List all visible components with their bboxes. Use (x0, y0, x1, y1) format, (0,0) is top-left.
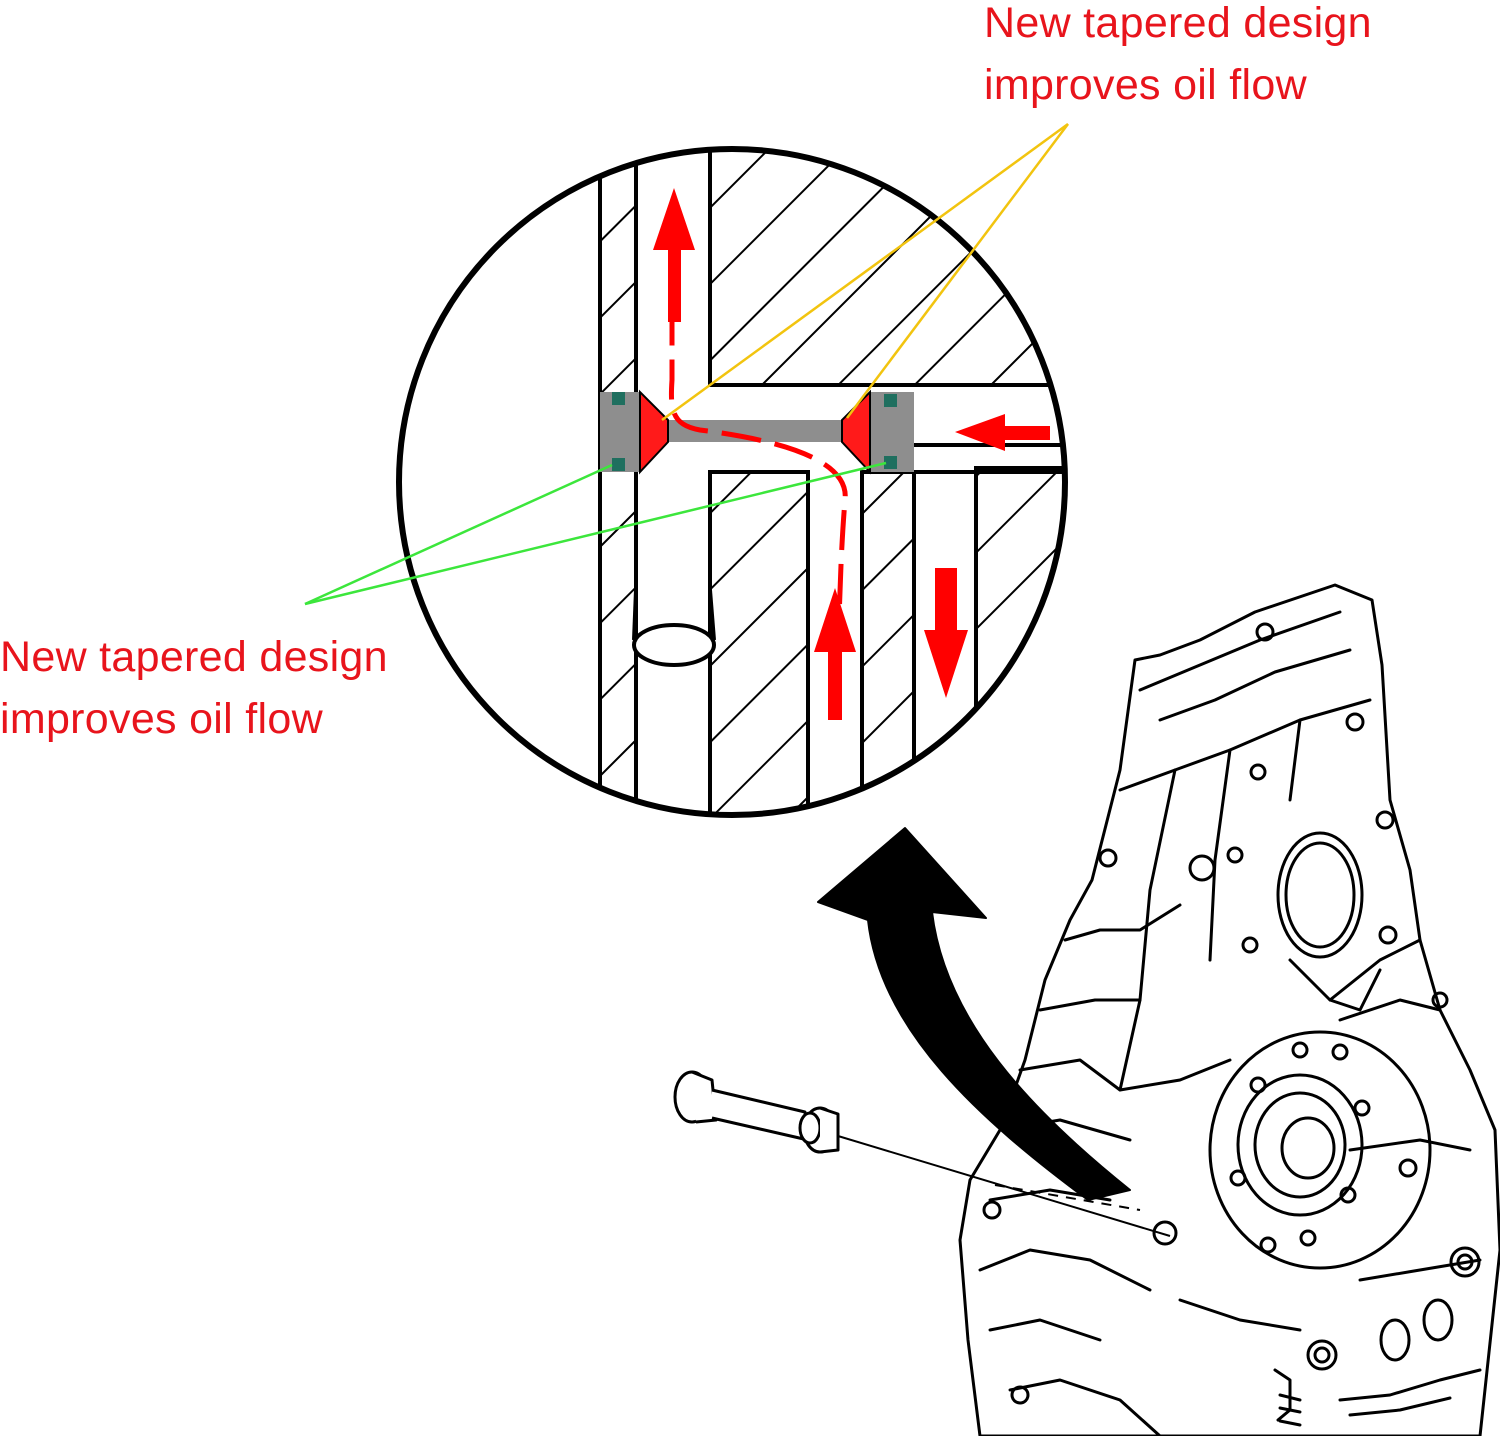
hatched-block-lower-web (860, 470, 916, 815)
pipe-opening (632, 623, 716, 667)
bolt-fastener-illustration (673, 1070, 1171, 1237)
callout-top-line1: New tapered design (984, 0, 1372, 47)
leader-lines-left (304, 461, 887, 606)
leader-lines-top (661, 122, 1069, 422)
hatched-block-lower-right (974, 466, 1065, 815)
o-ring-left-bottom (612, 458, 625, 471)
oil-flow-path (669, 320, 848, 713)
callout-left-label: New tapered design improves oil flow (0, 626, 388, 750)
callout-top-line2: improves oil flow (984, 61, 1307, 109)
hatched-block-upper-right (708, 149, 1065, 387)
callout-left-line2: improves oil flow (0, 695, 323, 743)
transfer-tube (660, 420, 850, 442)
o-ring-right-top (884, 394, 897, 407)
oil-flow-arrow-icon (653, 188, 1050, 720)
tapered-seal-left (639, 389, 669, 475)
callout-left-line1: New tapered design (0, 633, 388, 681)
o-ring-left-top (612, 392, 625, 405)
engine-block-illustration (958, 583, 1500, 1436)
magnifier-circle-outline (396, 146, 1068, 818)
magnified-detail (396, 146, 1068, 818)
hatched-block-left-wall (598, 149, 638, 815)
callout-top-label: New tapered design improves oil flow (984, 0, 1372, 116)
curved-arrow-icon (817, 827, 1131, 1201)
hatched-block-lower-mid (708, 470, 810, 815)
o-ring-right-bottom (884, 456, 897, 469)
